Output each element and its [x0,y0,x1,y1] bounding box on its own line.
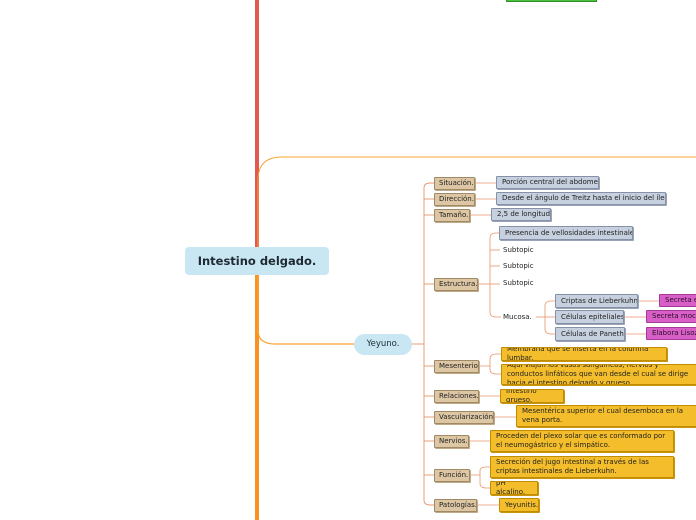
detail-direccion[interactable]: Desde el ángulo de Treitz hasta el inici… [496,192,666,205]
yeyuno-node[interactable]: Yeyuno. [354,334,412,355]
detail-funcion-1[interactable]: Secreción del jugo intestinal a través d… [490,456,674,478]
detail-patologias[interactable]: Yeyunitis. [499,498,539,512]
detail-label: Proceden del plexo solar que es conforma… [496,432,666,449]
subtopic-label: Subtopic [503,262,534,270]
detail-relaciones[interactable]: Intestino grueso. [500,389,564,403]
mucosa-label: Mucosa. [503,313,532,321]
detail-situacion[interactable]: Porción central del abdomen. [496,176,599,189]
category-links [412,182,434,506]
detail-tamano[interactable]: 2,5 de longitud. [491,208,551,221]
orange-branch-line [255,272,259,520]
subtopic-label: Subtopic [503,246,534,254]
subtopic-2[interactable]: Subtopic [501,261,541,272]
detail-mesenterio-1[interactable]: Membrana que se inserta en la columna lu… [501,347,667,361]
category-situacion[interactable]: Situación. [434,177,475,190]
category-label: Vascularización. [439,413,494,421]
red-branch-line [255,0,259,250]
subtopic-label: Subtopic [503,279,534,287]
category-label: Patologías. [439,501,477,509]
detail-nervios[interactable]: Proceden del plexo solar que es conforma… [490,430,674,452]
root-label: Intestino delgado. [197,253,317,268]
category-label: Relaciones. [439,392,479,400]
category-vascularizacion[interactable]: Vascularización. [434,411,494,424]
detail-label: Secreta moco. [652,312,696,320]
detail-label: Presencia de vellosidades intestinales. [505,228,633,237]
detail-label: Células de Paneth. [561,329,625,338]
detail-vellosidades[interactable]: Presencia de vellosidades intestinales. [499,226,633,240]
category-mesenterio[interactable]: Mesenterio. [434,360,479,373]
yeyuno-link-line [257,272,354,345]
category-tamano[interactable]: Tamaño. [434,209,470,222]
detail-label: Células epiteliales. [561,312,624,321]
category-label: Nervios. [439,437,468,445]
top-green-node[interactable] [506,0,597,2]
detail-label: Intestino grueso. [506,389,537,403]
detail-label: Criptas de Lieberkuhn. [561,296,638,305]
yeyuno-label: Yeyuno. [366,339,400,349]
category-label: Mesenterio. [439,362,479,370]
category-label: Función. [439,471,469,479]
detail-epiteliales[interactable]: Células epiteliales. [555,310,624,324]
category-label: Estructura. [439,280,478,288]
function-epiteliales[interactable]: Secreta moco. [646,310,696,323]
detail-label: Porción central del abdomen. [502,178,599,186]
subtopic-1[interactable]: Subtopic [501,245,541,256]
detail-label: Elabora Lisozima [652,329,696,337]
detail-mesenterio-2[interactable]: Aquí viajan los vasos sanguíneos, nervio… [501,364,696,385]
category-label: Dirección. [439,195,474,203]
category-label: Situación. [439,179,474,187]
detail-label: Secreta el [665,296,696,304]
mucosa-node[interactable]: Mucosa. [501,312,536,323]
function-criptas[interactable]: Secreta el [659,294,696,307]
upper-curve-line [257,156,696,262]
category-relaciones[interactable]: Relaciones. [434,390,479,403]
detail-links [469,182,659,506]
detail-label: Membrana que se inserta en la columna lu… [507,347,649,361]
detail-label: pH alcalino. [496,481,526,495]
root-node[interactable]: Intestino delgado. [185,247,329,275]
detail-label: Aquí viajan los vasos sanguíneos, nervio… [507,364,689,385]
detail-paneth[interactable]: Células de Paneth. [555,327,625,341]
function-paneth[interactable]: Elabora Lisozima [646,327,696,340]
category-funcion[interactable]: Función. [434,469,470,482]
category-estructura[interactable]: Estructura. [434,278,478,291]
detail-label: Yeyunitis. [505,500,539,509]
detail-funcion-2[interactable]: pH alcalino. [490,481,538,495]
detail-vascularizacion[interactable]: Mesentérica superior el cual desemboca e… [516,405,696,427]
detail-label: Secreción del jugo intestinal a través d… [496,458,649,475]
category-nervios[interactable]: Nervios. [434,435,469,448]
category-patologias[interactable]: Patologías. [434,499,477,512]
category-direccion[interactable]: Dirección. [434,193,475,206]
subtopic-3[interactable]: Subtopic [501,278,541,289]
detail-label: Mesentérica superior el cual desemboca e… [522,407,684,424]
category-label: Tamaño. [439,211,469,219]
detail-label: Desde el ángulo de Treitz hasta el inici… [502,194,666,202]
detail-label: 2,5 de longitud. [497,210,551,218]
detail-criptas[interactable]: Criptas de Lieberkuhn. [555,294,638,308]
